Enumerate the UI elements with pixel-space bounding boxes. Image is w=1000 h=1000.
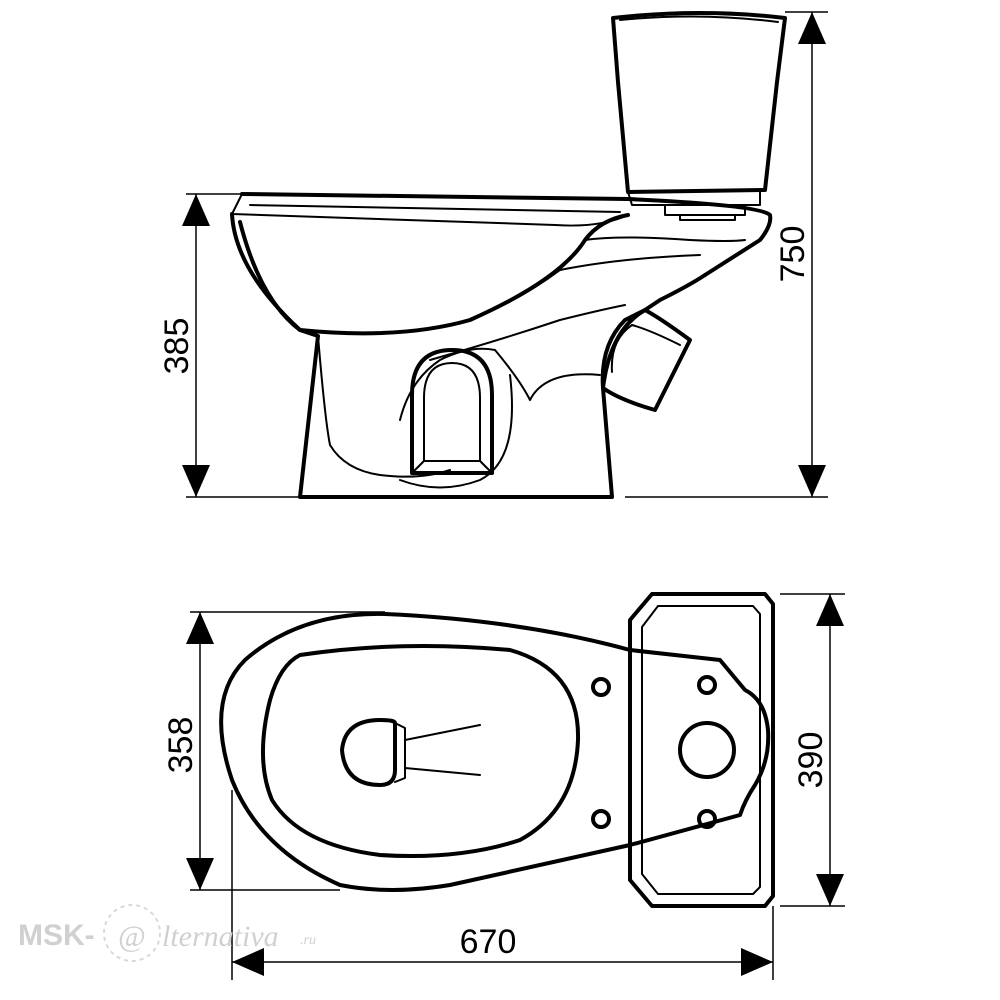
top-bowl-outline — [219, 611, 771, 892]
dim-bowl-height: 385 — [158, 193, 300, 498]
dim-label-750: 750 — [774, 226, 812, 283]
side-bowl-body — [230, 212, 707, 499]
bolt-hole-rear-left — [591, 809, 611, 829]
top-view: 358 390 670 — [162, 592, 845, 980]
bolt-hole-rear-right — [697, 809, 717, 829]
side-bowl-inner — [238, 213, 630, 336]
side-front-opening — [410, 348, 494, 475]
side-tank — [611, 11, 787, 194]
flush-valve-hole — [678, 721, 736, 779]
side-bowl-rim — [240, 192, 773, 277]
side-outlet-pipe — [600, 308, 692, 412]
watermark-logo: MSK- @ lternativa .ru — [18, 904, 316, 962]
top-bowl-inner — [260, 644, 581, 858]
watermark-brand-right: lternativa — [162, 920, 279, 953]
top-tank-outline — [628, 592, 775, 908]
dim-bowl-width: 358 — [162, 611, 385, 891]
side-tank-base — [627, 189, 761, 221]
watermark-brand-left: MSK- — [18, 919, 95, 952]
dim-tank-width: 390 — [780, 593, 845, 907]
dim-label-390: 390 — [792, 732, 830, 789]
bolt-hole-front-right — [697, 675, 717, 695]
dim-label-385: 385 — [158, 318, 196, 375]
dim-label-358: 358 — [162, 717, 200, 774]
dim-total-height: 750 — [625, 11, 828, 498]
side-trapway — [399, 236, 746, 421]
dim-total-length: 670 — [231, 790, 774, 980]
watermark-brand-domain: .ru — [300, 933, 316, 948]
dim-label-670: 670 — [460, 923, 517, 961]
top-drain — [340, 718, 397, 787]
bolt-hole-front-left — [591, 677, 611, 697]
side-view: 385 750 — [158, 11, 828, 499]
watermark-brand-symbol: @ — [118, 920, 146, 953]
